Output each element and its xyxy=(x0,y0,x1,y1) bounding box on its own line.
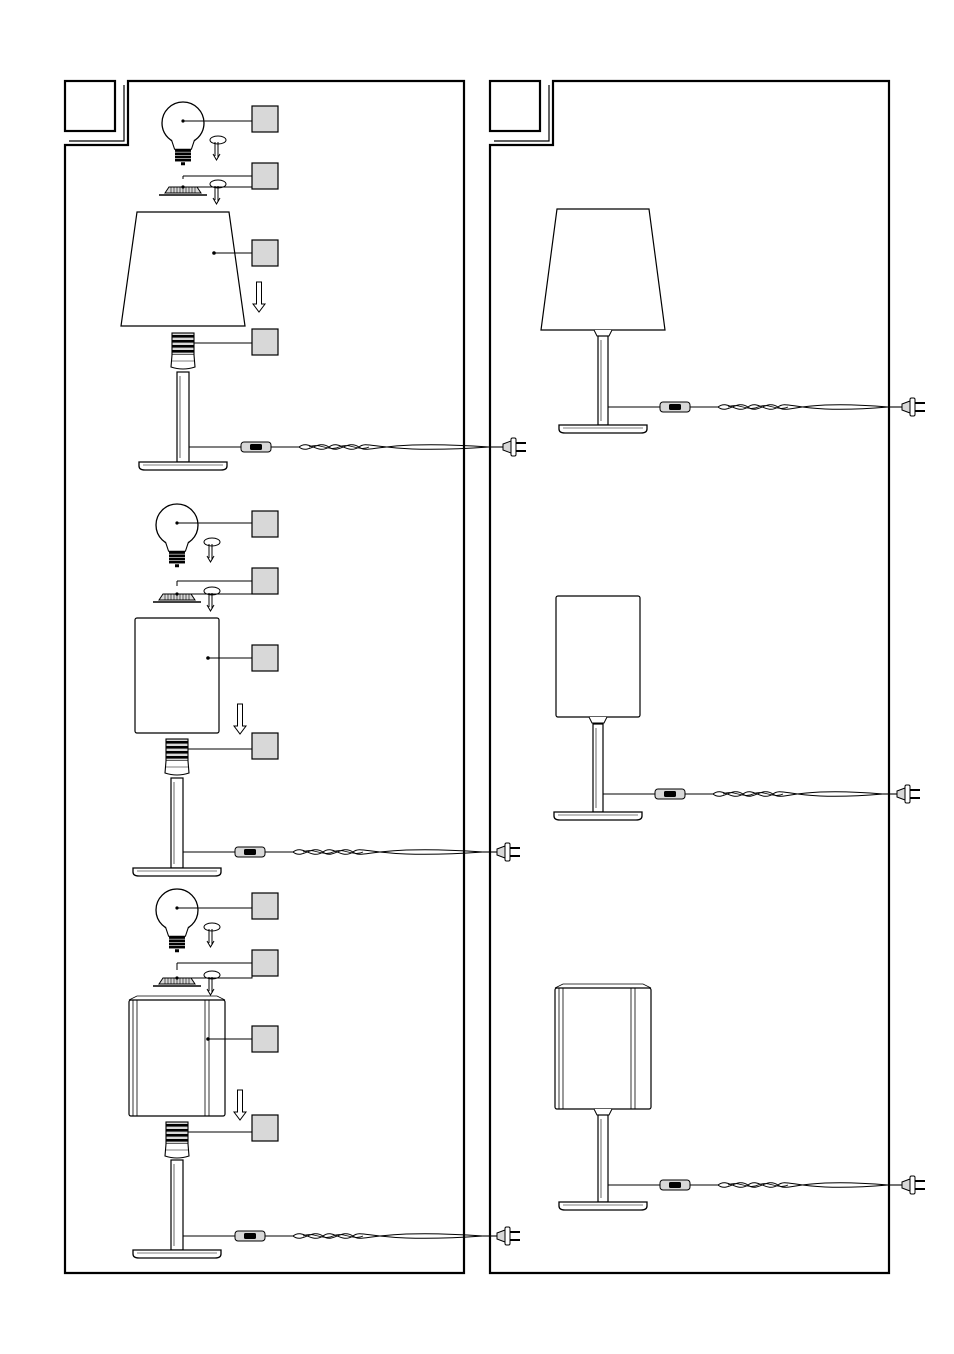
inline-switch-icon xyxy=(654,788,686,800)
shade-collar xyxy=(593,1108,613,1116)
assembly-panel xyxy=(63,79,466,1275)
lamp-shade-cylindrical-ribbed xyxy=(554,983,652,1110)
part-label-box xyxy=(251,732,279,760)
rotate-arrow-icon xyxy=(203,537,221,563)
part-label-box xyxy=(251,162,279,190)
down-arrow-icon xyxy=(233,703,247,735)
rotate-arrow-icon xyxy=(209,135,227,161)
cord-coil xyxy=(292,849,484,855)
inline-switch-icon xyxy=(659,401,691,413)
cord-coil xyxy=(722,792,784,796)
lamp-base xyxy=(558,335,925,434)
part-label-box xyxy=(251,644,279,672)
lamp-foot xyxy=(132,867,222,877)
lamp-foot xyxy=(558,1201,648,1211)
part-label-box xyxy=(251,567,279,595)
part-label-box xyxy=(251,1114,279,1142)
lamp-socket-icon xyxy=(164,1121,190,1159)
lamp-stem xyxy=(176,371,190,463)
cord-coil xyxy=(298,444,490,450)
lamp-stem xyxy=(597,1114,609,1203)
down-arrow-icon xyxy=(252,281,266,313)
inline-switch-icon xyxy=(659,1179,691,1191)
light-bulb-icon xyxy=(155,888,199,953)
cord-coil xyxy=(302,1234,364,1238)
part-label-box xyxy=(251,105,279,133)
cord-coil xyxy=(292,1233,484,1239)
lamp-base xyxy=(558,1114,925,1211)
assembly-step xyxy=(128,888,520,1259)
part-label-box xyxy=(251,328,279,356)
lamp-foot xyxy=(553,811,643,821)
lamp-base xyxy=(132,777,520,877)
part-label-box xyxy=(251,239,279,267)
lamp-shade-rectangular xyxy=(555,595,641,718)
lamp-foot xyxy=(138,461,228,471)
figure-number-box xyxy=(63,79,117,133)
cord-coil xyxy=(712,791,884,797)
cord-coil xyxy=(727,405,789,409)
part-label-box xyxy=(251,1025,279,1053)
part-label-box xyxy=(251,949,279,977)
lamp-socket-icon xyxy=(170,332,196,370)
assembled-lamp xyxy=(554,983,925,1211)
euro-plug-icon xyxy=(502,437,526,457)
lamp-stem xyxy=(170,1159,184,1251)
assembled-lamp xyxy=(540,208,925,434)
inline-switch-icon xyxy=(234,1230,266,1242)
cord-coil xyxy=(302,850,364,854)
lamp-stem xyxy=(170,777,184,869)
rotate-arrow-icon xyxy=(203,586,221,612)
power-cord xyxy=(183,842,520,862)
euro-plug-icon xyxy=(901,1175,925,1195)
power-cord xyxy=(608,1175,925,1195)
rotate-arrow-icon xyxy=(203,970,221,996)
power-cord xyxy=(608,397,925,417)
figure-number-box xyxy=(488,79,542,133)
leader-line xyxy=(177,963,253,979)
lamp-base xyxy=(553,723,920,821)
lamp-socket-icon xyxy=(164,738,190,776)
euro-plug-icon xyxy=(901,397,925,417)
cord-coil xyxy=(717,1182,889,1188)
lamp-shade-tapered xyxy=(540,208,666,331)
lamp-stem xyxy=(592,723,604,813)
lamp-ring-icon xyxy=(159,186,207,196)
power-cord xyxy=(189,437,526,457)
lamp-ring-icon xyxy=(153,977,201,987)
part-label-box xyxy=(251,892,279,920)
lamp-shade-tapered xyxy=(120,211,246,327)
down-arrow-icon xyxy=(233,1089,247,1121)
leader-line xyxy=(183,176,253,188)
rotate-arrow-icon xyxy=(203,922,221,948)
power-cord xyxy=(603,784,920,804)
shade-collar xyxy=(588,716,608,724)
assembly-step xyxy=(132,503,520,877)
rotate-arrow-icon xyxy=(209,179,227,205)
lamp-shade-rectangular xyxy=(134,617,220,734)
light-bulb-icon xyxy=(155,503,199,568)
lamp-foot xyxy=(558,424,648,434)
lamp-shade-cylindrical-ribbed xyxy=(128,995,226,1117)
inline-switch-icon xyxy=(234,846,266,858)
assembled-lamp xyxy=(553,595,920,821)
cord-coil xyxy=(717,404,889,410)
inline-switch-icon xyxy=(240,441,272,453)
power-cord xyxy=(183,1226,520,1246)
euro-plug-icon xyxy=(496,842,520,862)
lamp-base xyxy=(138,371,526,471)
cord-coil xyxy=(727,1183,789,1187)
light-bulb-icon xyxy=(161,101,205,166)
lamp-base xyxy=(132,1159,520,1259)
part-label-box xyxy=(251,510,279,538)
euro-plug-icon xyxy=(496,1226,520,1246)
euro-plug-icon xyxy=(896,784,920,804)
lamp-foot xyxy=(132,1249,222,1259)
assembled-panel xyxy=(488,79,891,1275)
lamp-stem xyxy=(597,335,609,426)
shade-collar xyxy=(593,329,613,337)
cord-coil xyxy=(308,445,370,449)
assembly-step xyxy=(120,101,526,471)
